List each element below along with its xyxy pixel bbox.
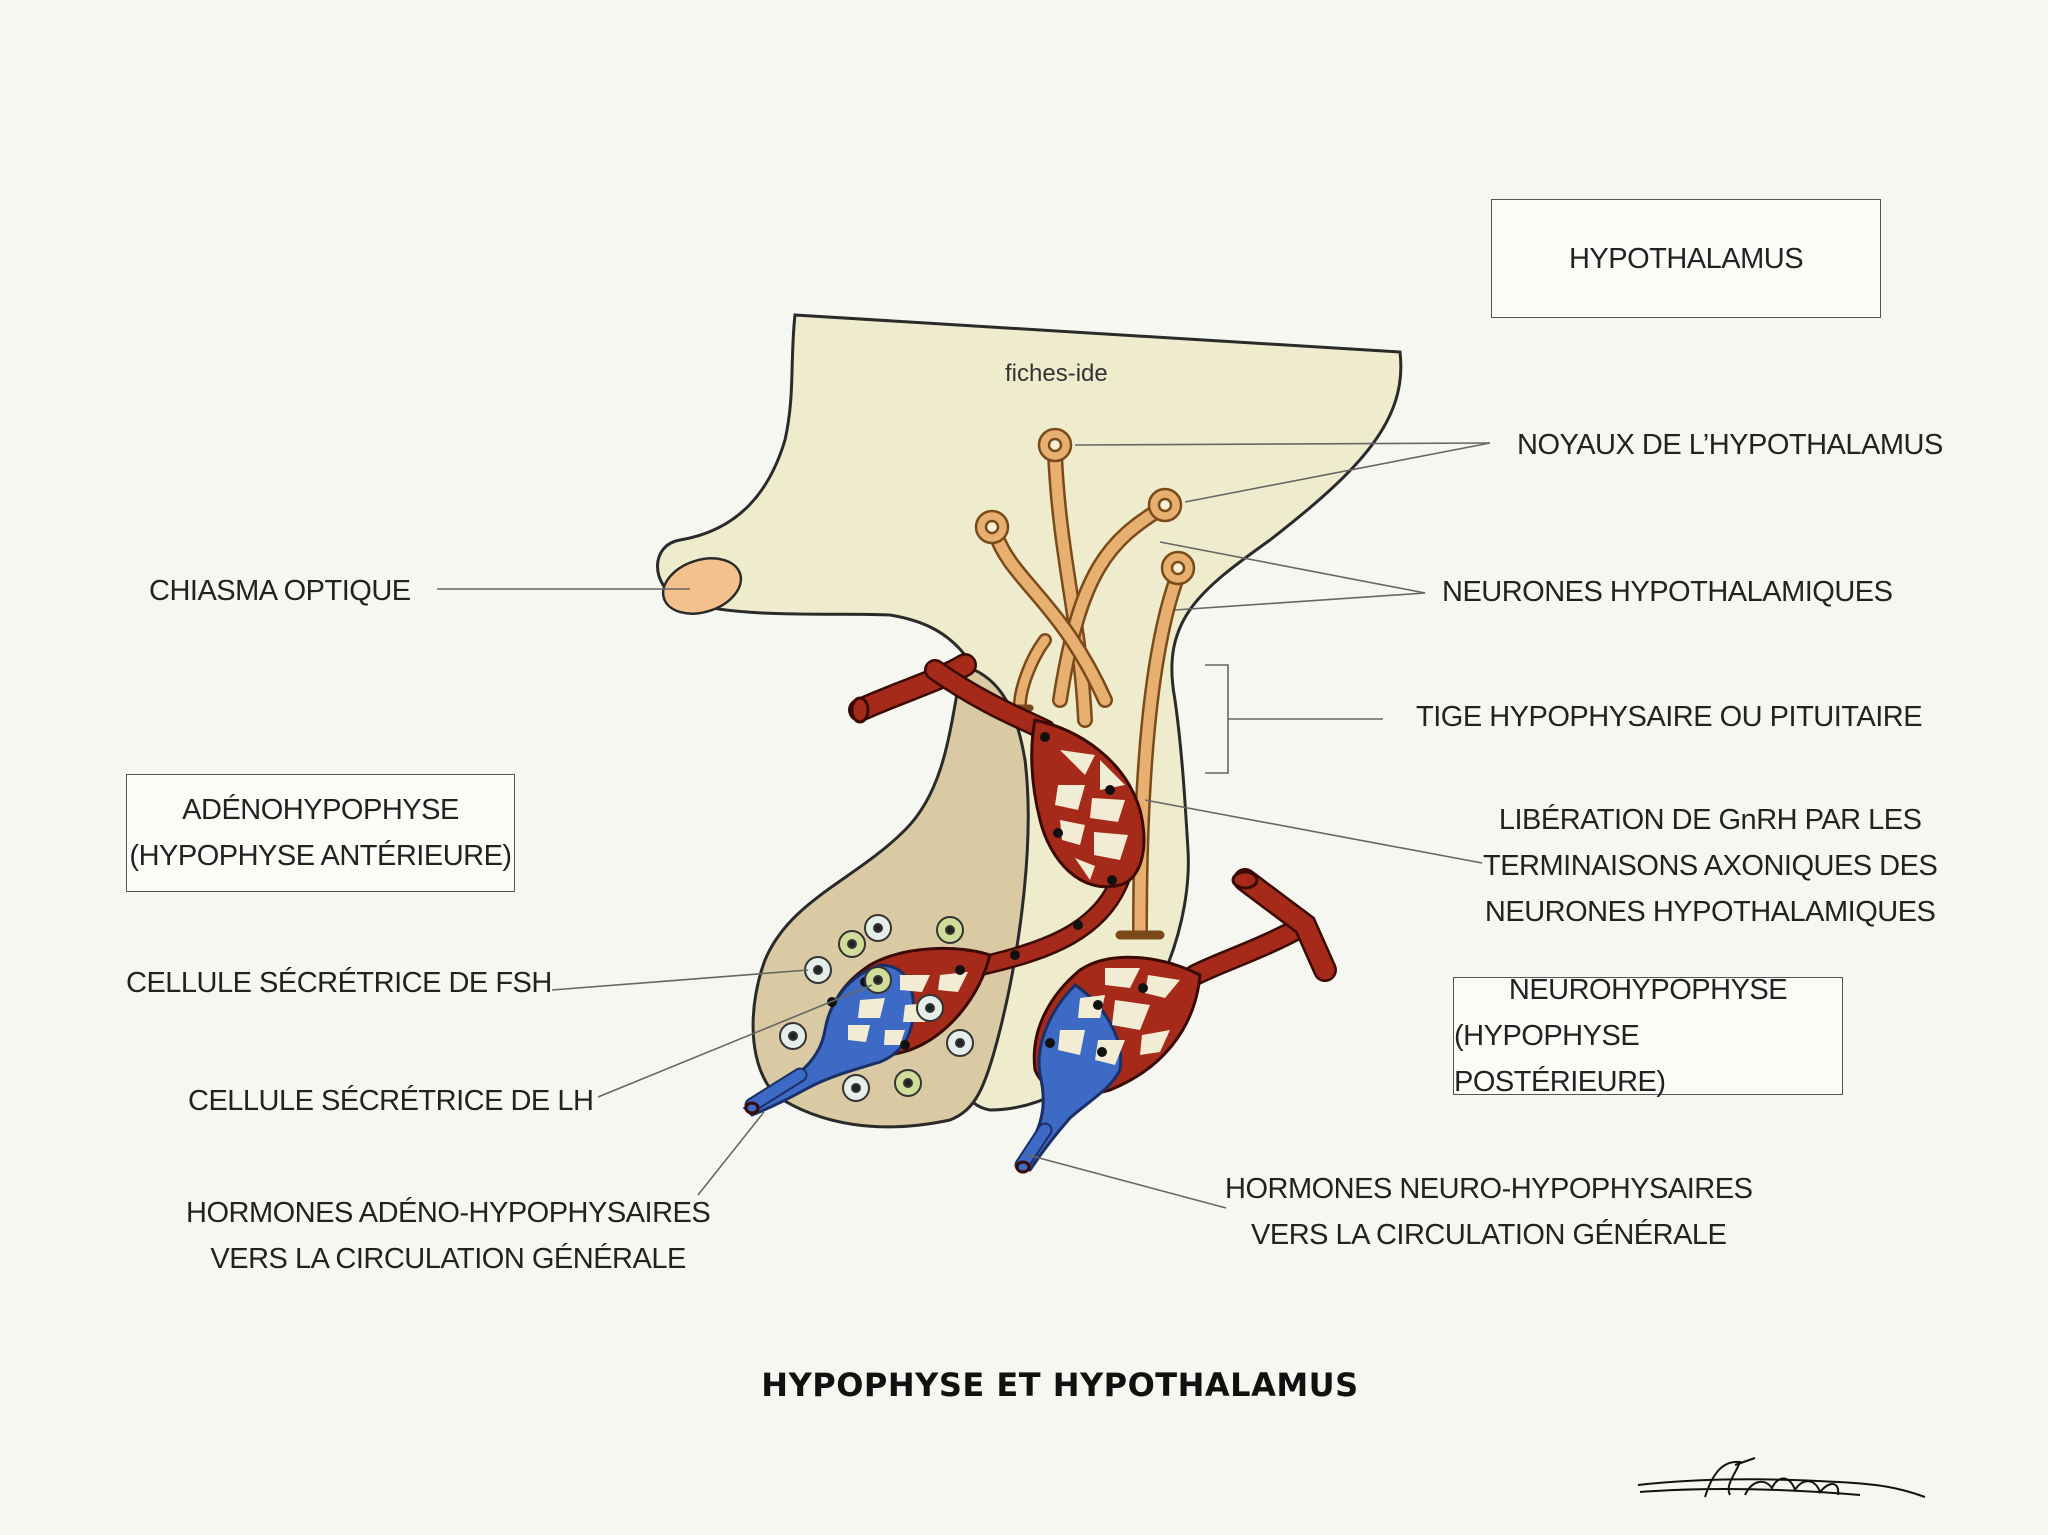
- mailles-capillaires-adeno: [848, 972, 968, 1045]
- diagram-title: HYPOPHYSE ET HYPOTHALAMUS: [761, 1366, 1359, 1404]
- embouts-arteres: [744, 696, 1259, 1174]
- mailles-capillaires-tige: [1055, 750, 1128, 880]
- box-adeno-line2: (HYPOPHYSE ANTÉRIEURE): [129, 840, 512, 872]
- label-liberation-line1: LIBÉRATION DE GnRH PAR LES: [1498, 804, 1922, 836]
- box-adeno-line1: ADÉNOHYPOPHYSE: [182, 794, 459, 826]
- label-fsh: CELLULE SÉCRÉTRICE DE FSH: [126, 967, 552, 999]
- label-hormones-adeno: HORMONES ADÉNO-HYPOPHYSAIRES VERS LA CIR…: [186, 1190, 711, 1282]
- label-chiasma: CHIASMA OPTIQUE: [149, 575, 411, 607]
- label-noyaux: NOYAUX DE L’HYPOTHALAMUS: [1517, 429, 1943, 461]
- traits-de-rappel: [437, 442, 1491, 1209]
- watermark: fiches-ide: [1005, 360, 1108, 387]
- chiasma-optique: [661, 557, 743, 615]
- label-tige: TIGE HYPOPHYSAIRE OU PITUITAIRE: [1416, 701, 1923, 733]
- label-hormones-adeno-line2: VERS LA CIRCULATION GÉNÉRALE: [210, 1243, 686, 1275]
- label-liberation-line3: NEURONES HYPOTHALAMIQUES: [1484, 896, 1936, 928]
- mailles-capillaires-neuro: [1058, 968, 1180, 1065]
- box-neurohypophyse: NEUROHYPOPHYSE (HYPOPHYSE POSTÉRIEURE): [1453, 974, 1843, 1098]
- label-hormones-neuro: HORMONES NEURO-HYPOPHYSAIRES VERS LA CIR…: [1225, 1166, 1753, 1258]
- sorties-veineuses: [744, 1067, 1053, 1173]
- cellules-secretrices: [779, 914, 974, 1102]
- box-hypothalamus: HYPOTHALAMUS: [1491, 199, 1881, 318]
- label-hormones-adeno-line1: HORMONES ADÉNO-HYPOPHYSAIRES: [186, 1197, 711, 1229]
- label-hormones-neuro-line1: HORMONES NEURO-HYPOPHYSAIRES: [1225, 1173, 1753, 1205]
- box-adenohypophyse: ADÉNOHYPOPHYSE (HYPOPHYSE ANTÉRIEURE): [126, 774, 515, 892]
- box-neuro-line1: NEUROHYPOPHYSE: [1508, 974, 1788, 1006]
- box-hypothalamus-label: HYPOTHALAMUS: [1568, 242, 1804, 275]
- label-liberation-line2: TERMINAISONS AXONIQUES DES: [1483, 850, 1938, 882]
- noyaux-hypothalamus: [974, 427, 1196, 586]
- label-lh: CELLULE SÉCRÉTRICE DE LH: [188, 1085, 594, 1117]
- label-hormones-neuro-line2: VERS LA CIRCULATION GÉNÉRALE: [1251, 1219, 1727, 1251]
- label-neurones: NEURONES HYPOTHALAMIQUES: [1442, 576, 1893, 608]
- label-liberation: LIBÉRATION DE GnRH PAR LES TERMINAISONS …: [1483, 797, 1938, 935]
- signature: [1637, 1457, 1926, 1498]
- neurones-hypothalamiques: [987, 447, 1186, 940]
- box-neuro-line2: (HYPOPHYSE POSTÉRIEURE): [1454, 1020, 1666, 1098]
